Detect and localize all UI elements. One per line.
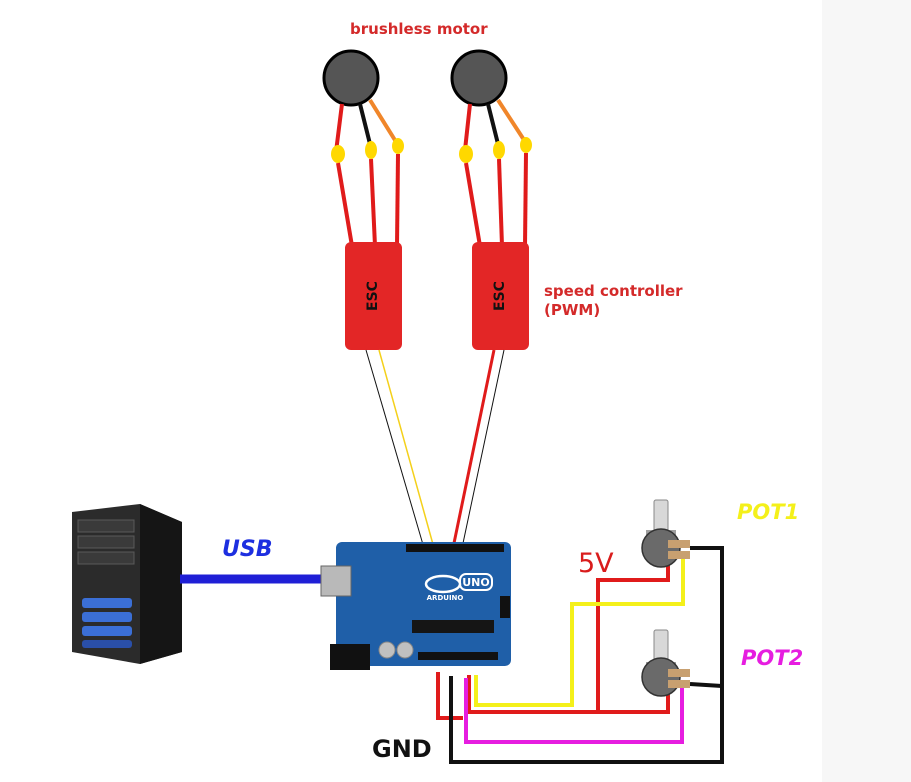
connector-2c bbox=[520, 137, 532, 153]
potentiometer-1 bbox=[641, 499, 690, 568]
speed-controller-line1: speed controller bbox=[544, 282, 683, 300]
connector-1b bbox=[365, 141, 377, 159]
connector-2b bbox=[493, 141, 505, 159]
board-brand-text: ARDUINO bbox=[427, 594, 464, 602]
connector-2a bbox=[459, 145, 473, 163]
potentiometer-2 bbox=[641, 629, 690, 697]
pot-wiring bbox=[436, 546, 724, 764]
esc-2-text: ESC bbox=[492, 281, 508, 311]
computer-tower bbox=[72, 504, 182, 664]
brushless-motor-label: brushless motor bbox=[350, 20, 488, 38]
esc-module-1: ESC bbox=[345, 242, 402, 350]
5v-label: 5V bbox=[578, 548, 614, 579]
speed-controller-label: speed controller (PWM) bbox=[544, 282, 683, 320]
margin-strip bbox=[822, 0, 911, 782]
speed-controller-line2: (PWM) bbox=[544, 301, 601, 319]
connector-1a bbox=[331, 145, 345, 163]
usb-label: USB bbox=[222, 537, 273, 562]
pot1-label: POT1 bbox=[737, 500, 800, 524]
esc-signal-wires bbox=[365, 349, 505, 549]
arduino-uno-board: UNO ARDUINO bbox=[320, 542, 511, 670]
gnd-label: GND bbox=[372, 735, 432, 763]
connector-1c bbox=[392, 138, 404, 154]
esc-1-text: ESC bbox=[365, 281, 381, 311]
esc-module-2: ESC bbox=[472, 242, 529, 350]
brushless-motor-2 bbox=[450, 49, 532, 247]
board-uno-text: UNO bbox=[462, 576, 490, 589]
pot2-label: POT2 bbox=[741, 646, 804, 670]
brushless-motor-1 bbox=[322, 49, 404, 247]
